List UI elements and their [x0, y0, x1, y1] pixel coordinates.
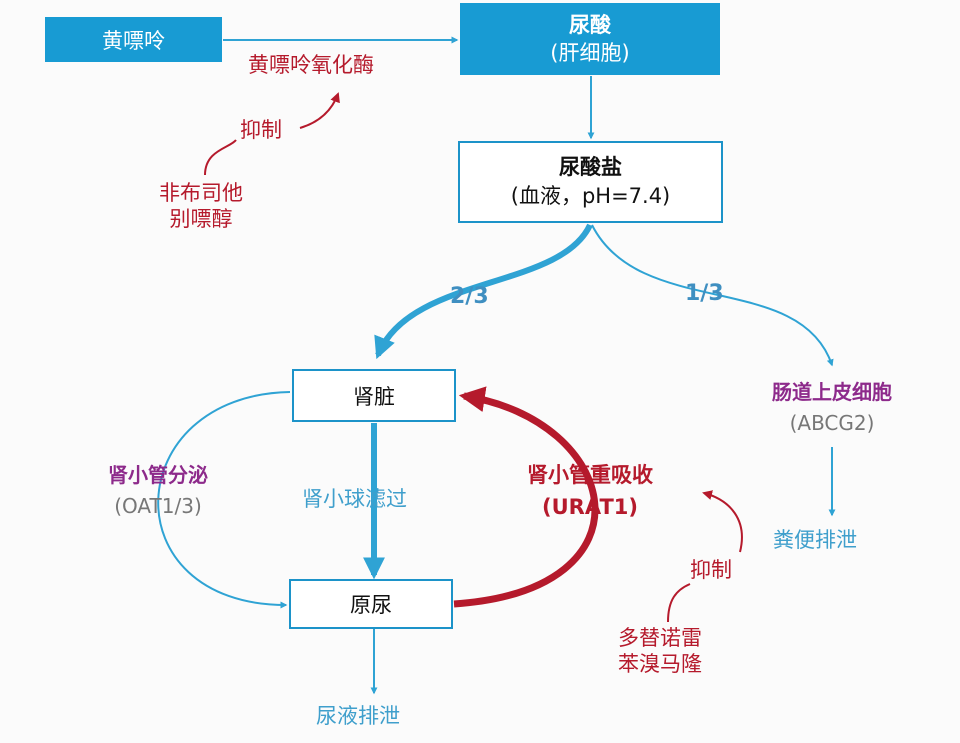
drug-dotinurad: 多替诺雷 — [618, 626, 702, 650]
uric-acid-box: 尿酸 (肝细胞) — [460, 3, 720, 75]
arrow-inhibit-xo — [204, 139, 237, 176]
fraction-gut-label: 1/3 — [685, 281, 724, 306]
inhibit-urat1-label: 抑制 — [690, 558, 732, 582]
tubular-reabsorption-title: 肾小管重吸收 — [527, 463, 653, 487]
intestine-label: 肠道上皮细胞 (ABCG2) — [732, 377, 932, 439]
fecal-excretion-label: 粪便排泄 — [773, 528, 857, 552]
tubular-secretion-title: 肾小管分泌 — [108, 463, 208, 487]
primary-urine-label: 原尿 — [350, 593, 392, 617]
glomerular-filtration-label: 肾小球滤过 — [302, 487, 407, 511]
hypoxanthine-box: 黄嘌呤 — [45, 17, 222, 62]
urate-box: 尿酸盐 (血液，pH=7.4) — [458, 141, 723, 223]
urat1-inhibitor-drugs: 多替诺雷 苯溴马隆 — [590, 625, 730, 678]
arrow-urate-to-kidney — [374, 223, 593, 360]
arrow-tubular-reabsorption — [453, 386, 599, 608]
primary-urine-box: 原尿 — [289, 579, 453, 629]
urate-title: 尿酸盐 — [559, 154, 622, 179]
uric-acid-location: (肝细胞) — [550, 41, 630, 65]
arrow-urate-to-intestine — [591, 224, 834, 367]
urate-location: (血液，pH=7.4) — [510, 184, 671, 208]
xo-inhibitor-drugs: 非布司他 别嘌醇 — [136, 180, 266, 233]
tubular-secretion-transporter: (OAT1/3) — [114, 494, 202, 518]
hypoxanthine-label: 黄嘌呤 — [102, 28, 165, 53]
arrow-tubular-secretion — [157, 391, 291, 609]
urine-excretion-label: 尿液排泄 — [316, 704, 400, 728]
tubular-reabsorption-transporter: (URAT1) — [542, 494, 638, 519]
drug-benzbromarone: 苯溴马隆 — [618, 652, 702, 677]
arrow-inhibit-urat1 — [667, 583, 691, 623]
intestine-transporter: (ABCG2) — [789, 411, 875, 435]
arrow-inhibit-xo-head — [299, 92, 340, 129]
kidney-box: 肾脏 — [292, 369, 456, 422]
tubular-secretion-label: 肾小管分泌 (OAT1/3) — [58, 460, 258, 522]
xanthine-oxidase-label: 黄嘌呤氧化酶 — [248, 53, 374, 77]
drug-febuxostat: 非布司他 — [159, 181, 243, 205]
intestine-title: 肠道上皮细胞 — [772, 380, 892, 404]
drug-allopurinol: 别嘌醇 — [169, 207, 233, 232]
uric-acid-title: 尿酸 — [569, 12, 611, 37]
kidney-label: 肾脏 — [353, 384, 395, 409]
fraction-kidney-label: 2/3 — [450, 284, 489, 309]
inhibit-xo-label: 抑制 — [240, 118, 282, 142]
tubular-reabsorption-label: 肾小管重吸收 (URAT1) — [490, 460, 690, 523]
arrow-inhibit-urat1-head — [702, 490, 743, 553]
